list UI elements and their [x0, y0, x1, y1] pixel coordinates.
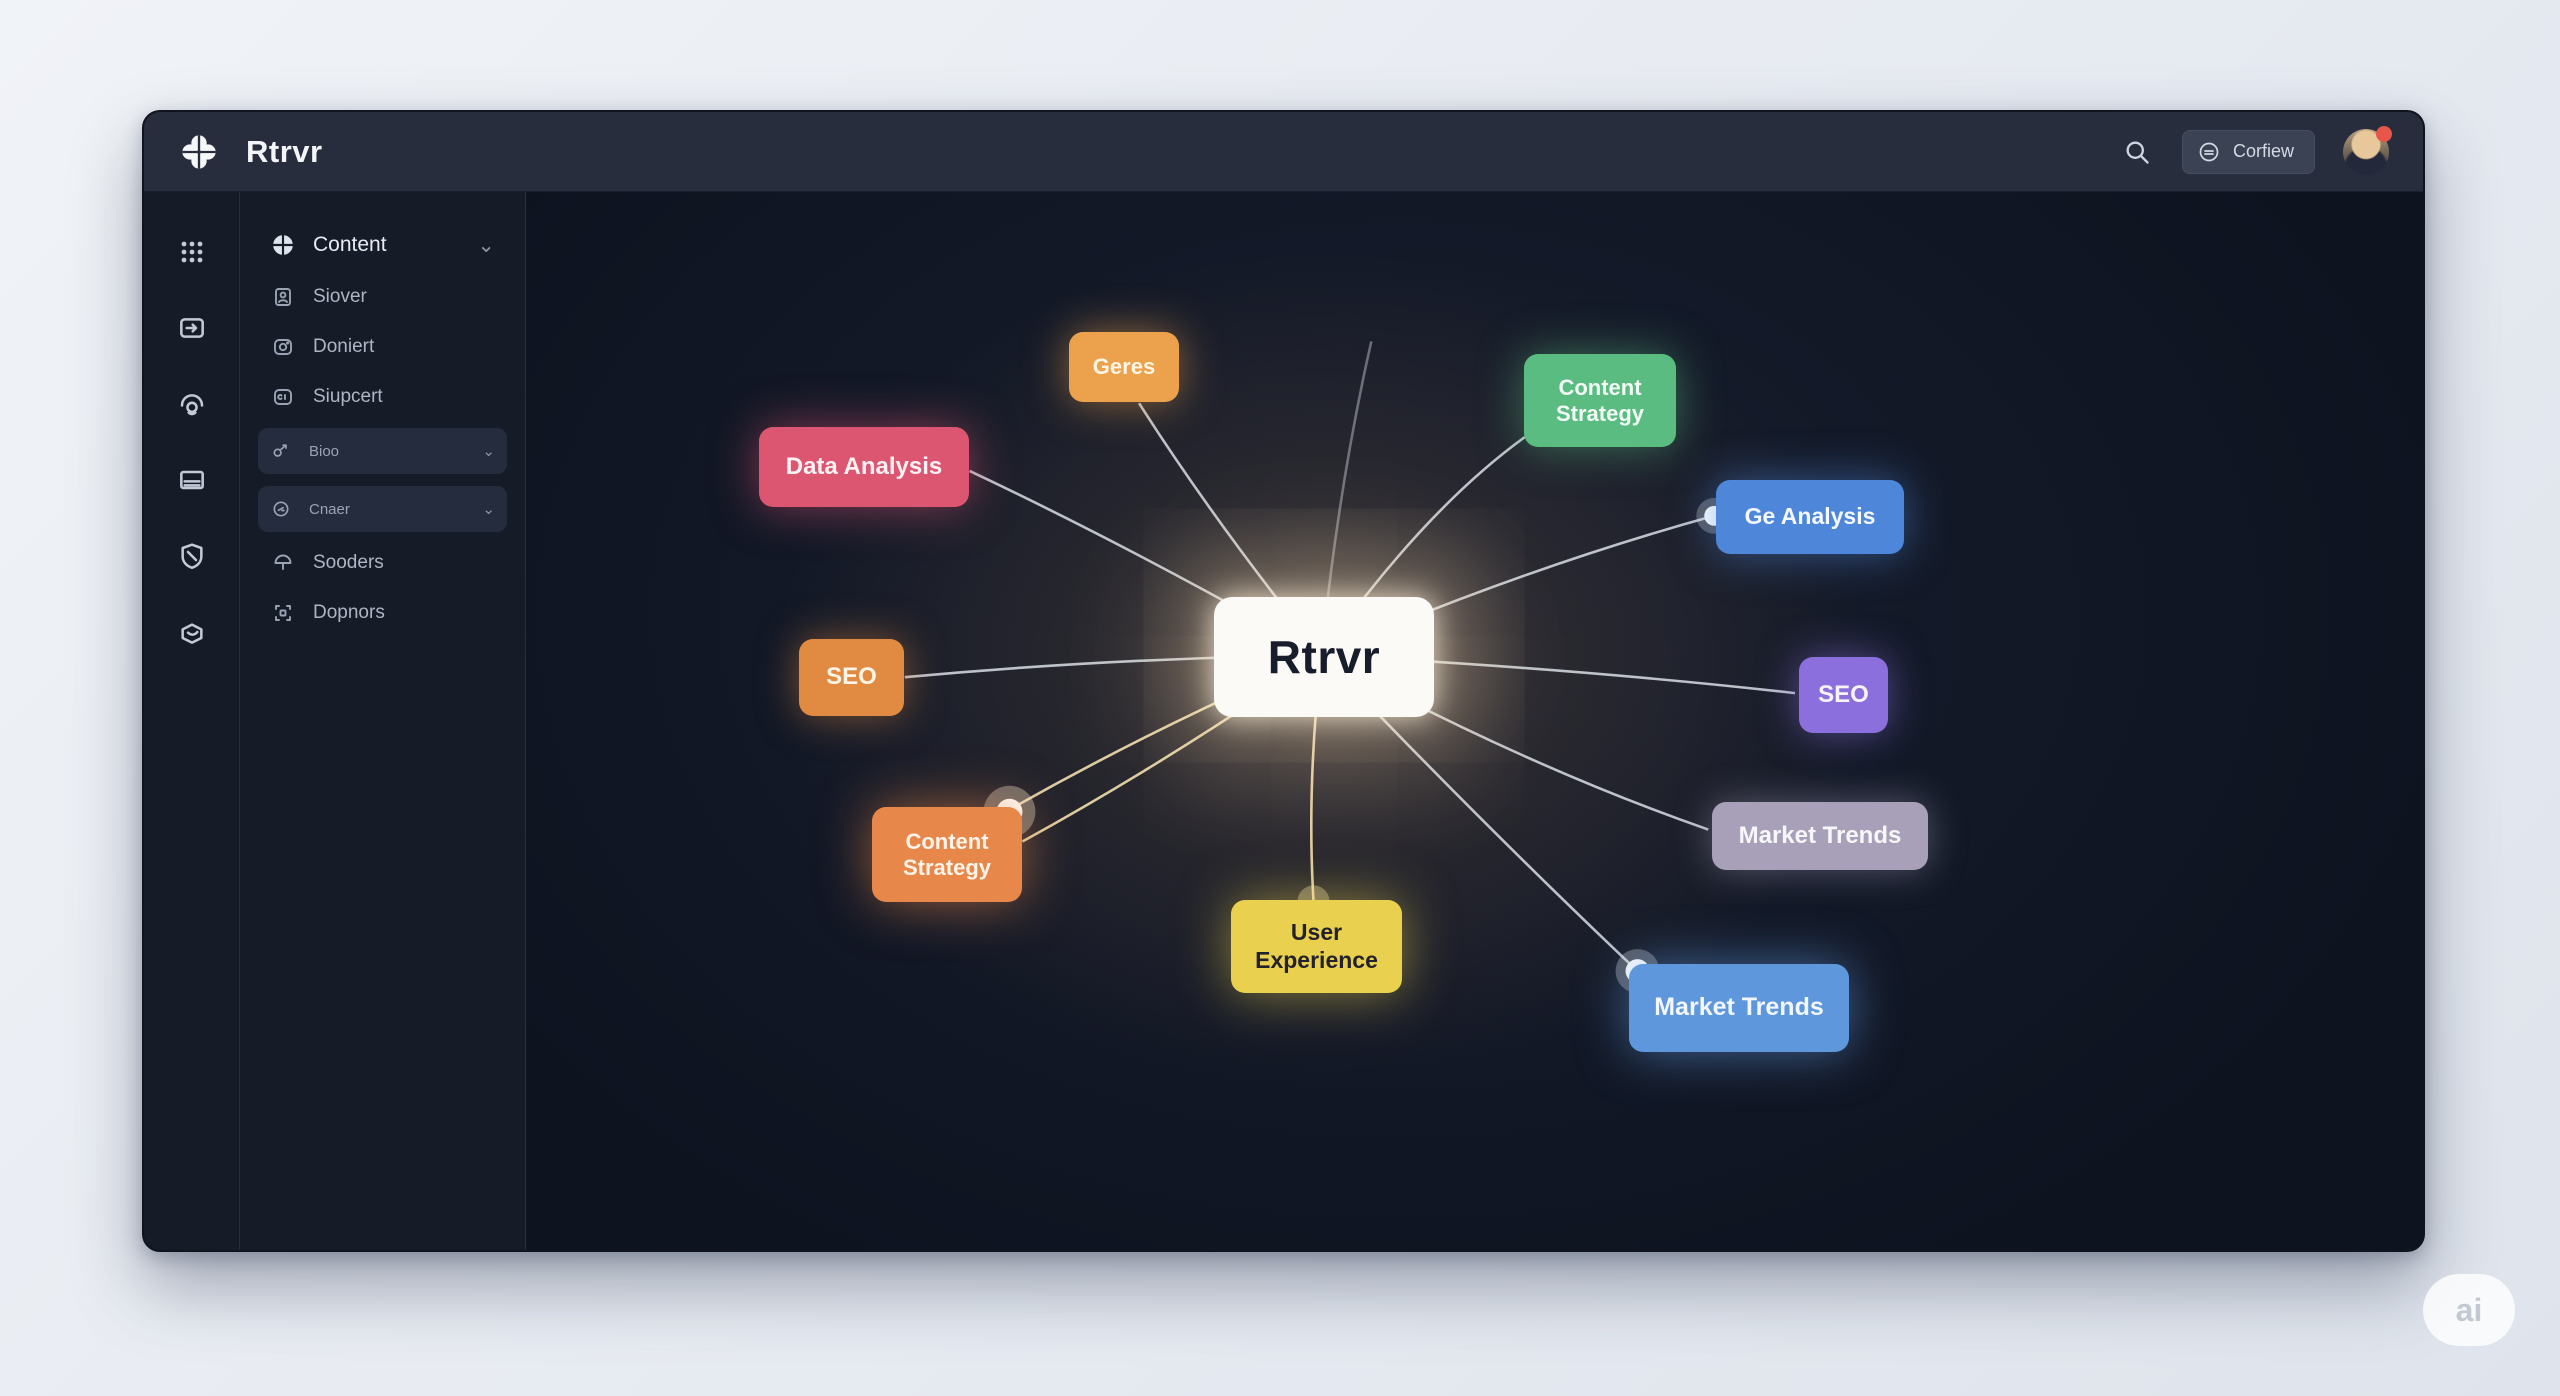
node-label: Market Trends — [1738, 821, 1902, 849]
sidebar-item-label: Cnaer — [309, 500, 350, 518]
quad-circle-icon — [270, 232, 296, 258]
node-label: SEO — [1818, 680, 1869, 708]
node-label: Market Trends — [1654, 993, 1824, 1022]
hand-box-icon[interactable] — [172, 612, 212, 652]
mindmap-canvas[interactable]: Rtrvr Geres Content Strategy Ge Analysis… — [526, 192, 2423, 1250]
mindmap-node-market-trends-blue[interactable]: Market Trends — [1629, 964, 1849, 1052]
clover-logo-icon — [178, 131, 220, 173]
sidebar-item-label: Siupcert — [313, 386, 383, 407]
sidebar-item-siupcert[interactable]: Siupcert — [258, 372, 507, 422]
node-label: Content Strategy — [1555, 374, 1645, 426]
sidebar-item-label: Sooders — [313, 552, 384, 573]
qr-icon — [270, 600, 296, 626]
user-card-icon — [270, 284, 296, 310]
sidebar-item-doniert[interactable]: Doniert — [258, 322, 507, 372]
icon-rail — [144, 192, 240, 1250]
sidebar-item-label: Bioo — [309, 442, 340, 460]
notification-dot — [2376, 125, 2392, 142]
sidebar-item-bioo[interactable]: Bioo ⌄ — [258, 428, 507, 474]
ai-watermark-badge: ai — [2423, 1274, 2515, 1346]
chevron-down-icon: ⌄ — [482, 501, 495, 518]
mindmap-node-content-strategy-green[interactable]: Content Strategy — [1524, 354, 1676, 447]
sidebar-item-sooders[interactable]: Sooders — [258, 538, 507, 588]
mindmap-node-content-strategy-orange[interactable]: Content Strategy — [872, 807, 1022, 902]
sidebar: Content ⌄ Siover Doniert — [240, 192, 526, 1250]
mindmap-node-data-analysis[interactable]: Data Analysis — [759, 427, 969, 507]
mindmap-node-geres[interactable]: Geres — [1069, 332, 1179, 402]
chevron-down-icon: ⌄ — [477, 233, 495, 257]
overview-button-label: Corfiew — [2232, 141, 2294, 161]
headset-icon[interactable] — [172, 384, 212, 424]
sidebar-item-label: Dopnors — [313, 602, 385, 623]
node-label: SEO — [826, 663, 877, 691]
panel-lines-icon[interactable] — [172, 460, 212, 500]
node-label: Data Analysis — [785, 452, 943, 480]
sidebar-item-label: Siover — [313, 286, 367, 307]
sidebar-item-dopnors[interactable]: Dopnors — [258, 588, 507, 638]
umbrella-icon — [270, 550, 296, 576]
mindmap-node-ge-analysis[interactable]: Ge Analysis — [1716, 480, 1904, 554]
user-avatar[interactable] — [2343, 125, 2392, 175]
node-label: Ge Analysis — [1744, 503, 1876, 530]
sidebar-item-label: Content — [313, 233, 387, 256]
mindmap-node-center[interactable]: Rtrvr — [1214, 597, 1434, 717]
mindmap-node-seo-orange[interactable]: SEO — [799, 639, 904, 716]
page-title: Rtrvr — [246, 133, 323, 169]
sidebar-item-content[interactable]: Content ⌄ — [258, 218, 507, 272]
mindmap-edges — [904, 341, 1796, 993]
node-label: Geres — [1092, 354, 1156, 380]
node-label: Rtrvr — [1267, 630, 1381, 683]
mindmap-node-seo-purple[interactable]: SEO — [1799, 657, 1888, 733]
sidebar-item-cnaer[interactable]: Cnaer ⌄ — [258, 486, 507, 532]
window-arrow-icon[interactable] — [172, 308, 212, 348]
camera-icon — [270, 334, 296, 360]
chevron-down-icon: ⌄ — [482, 443, 495, 460]
sidebar-item-label: Doniert — [313, 336, 375, 357]
circle-dash-icon — [270, 496, 292, 522]
watermark-label: ai — [2455, 1291, 2483, 1328]
sidebar-item-siover[interactable]: Siover — [258, 272, 507, 322]
node-label: Content Strategy — [902, 828, 992, 880]
share-out-icon — [270, 438, 292, 464]
mindmap-node-user-experience[interactable]: User Experience — [1231, 900, 1402, 993]
app-window: Rtrvr Corfiew — [142, 110, 2425, 1252]
search-icon[interactable] — [2120, 135, 2154, 169]
shield-icon[interactable] — [172, 536, 212, 576]
mindmap-node-market-trends-gray[interactable]: Market Trends — [1712, 802, 1928, 870]
topbar: Rtrvr Corfiew — [144, 112, 2423, 192]
overview-button[interactable]: Corfiew — [2181, 129, 2315, 174]
badge-icon — [270, 384, 296, 410]
list-circle-icon — [2197, 140, 2221, 164]
node-label: User Experience — [1255, 919, 1378, 973]
apps-grid-icon[interactable] — [172, 232, 212, 272]
